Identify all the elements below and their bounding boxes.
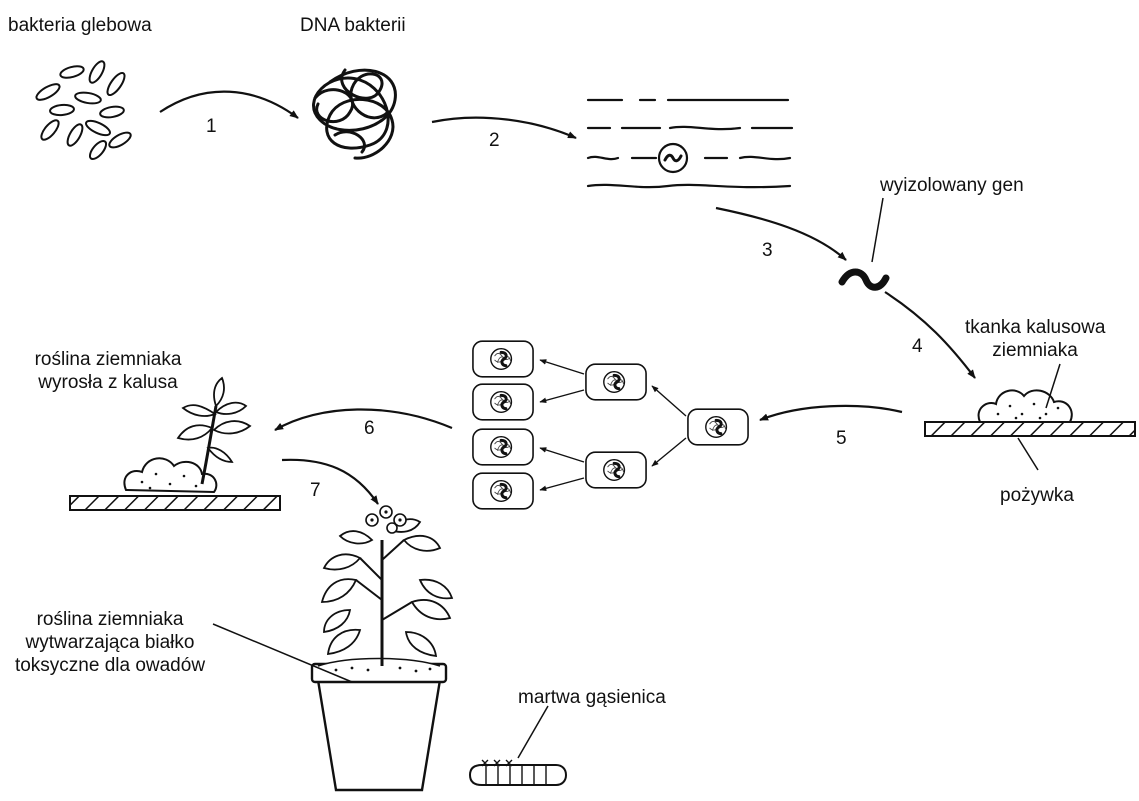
label-soil-bacterium: bakteria glebowa	[8, 15, 152, 36]
label-transgenic-plant: roślina ziemniaka wytwarzająca białko to…	[10, 608, 210, 677]
arrow-step-5	[759, 406, 902, 420]
step-number-1: 1	[206, 116, 217, 137]
label-isolated-gene: wyizolowany gen	[880, 175, 1024, 196]
isolated-gene-pointer	[872, 198, 883, 262]
callus-culture-dish	[925, 390, 1135, 436]
step-number-3: 3	[762, 240, 773, 261]
isolated-gene-icon	[842, 272, 886, 287]
arrow-step-4	[885, 292, 975, 379]
transgenic-potato-plant	[312, 506, 452, 790]
daughter-cell-upper	[585, 363, 647, 401]
label-transgenic-plant-line2: wytwarzająca białko	[25, 632, 195, 653]
label-plantlet: roślina ziemniaka wyrosła z kalusa	[8, 348, 208, 394]
arrow-step-6	[274, 409, 452, 430]
label-transgenic-plant-line1: roślina ziemniaka	[36, 609, 184, 630]
medium-pointer	[1018, 438, 1038, 470]
label-bacterial-dna: DNA bakterii	[300, 15, 406, 36]
label-plantlet-line1: roślina ziemniaka	[34, 349, 182, 370]
dna-fragments-icon	[588, 100, 792, 187]
label-callus-tissue: tkanka kalusowa ziemniaka	[965, 316, 1105, 362]
parent-cell	[687, 408, 749, 446]
step-number-6: 6	[364, 418, 375, 439]
plantlet-on-callus	[70, 378, 280, 510]
transgenic-plant-pointer	[213, 624, 352, 682]
callus-pointer	[1046, 364, 1060, 408]
transformed-cells	[472, 340, 749, 510]
label-callus-tissue-line2: ziemniaka	[992, 340, 1078, 361]
dead-caterpillar-icon	[470, 760, 566, 785]
arrow-step-3	[716, 208, 846, 260]
daughter-cell-lower	[585, 451, 647, 489]
granddaughter-cell-2	[472, 383, 534, 421]
step-number-5: 5	[836, 428, 847, 449]
granddaughter-cell-3	[472, 428, 534, 466]
granddaughter-cell-1	[472, 340, 534, 378]
step-number-4: 4	[912, 336, 923, 357]
label-callus-tissue-line1: tkanka kalusowa	[965, 317, 1106, 338]
granddaughter-cell-4	[472, 472, 534, 510]
caterpillar-pointer	[518, 706, 548, 758]
bacteria-cluster-icon	[34, 59, 133, 162]
step-number-2: 2	[489, 130, 500, 151]
label-plantlet-line2: wyrosła z kalusa	[38, 372, 178, 393]
step-number-7: 7	[310, 480, 321, 501]
arrow-step-2	[432, 118, 577, 138]
arrow-step-1	[160, 92, 299, 118]
label-dead-caterpillar: martwa gąsienica	[518, 687, 666, 708]
label-medium: pożywka	[1000, 485, 1074, 506]
dna-tangle-icon	[314, 70, 396, 158]
arrow-step-7	[282, 460, 378, 505]
label-transgenic-plant-line3: toksyczne dla owadów	[14, 655, 206, 676]
